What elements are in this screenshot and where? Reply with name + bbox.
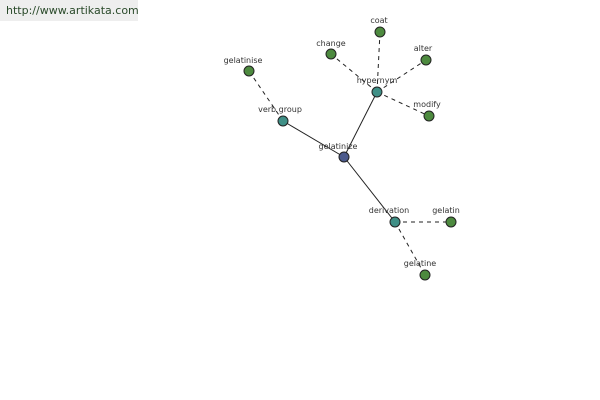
- edge-hypernym-change: [330, 53, 378, 93]
- edge-hypernym-coat: [376, 31, 381, 93]
- node-label-hypernym: hypernym: [357, 76, 398, 85]
- node-label-gelatine: gelatine: [404, 259, 437, 268]
- node-hypernym[interactable]: [371, 86, 383, 98]
- edge-gelatinize-verb-group: [282, 120, 345, 158]
- node-verb-group[interactable]: [277, 115, 289, 127]
- url-banner: http://www.artikata.com: [0, 0, 139, 21]
- edge-gelatinize-derivation: [343, 156, 396, 223]
- node-label-change: change: [316, 39, 346, 48]
- edge-gelatinize-hypernym: [343, 91, 378, 158]
- node-gelatin[interactable]: [445, 216, 457, 228]
- node-label-modify: modify: [413, 100, 441, 109]
- node-alter[interactable]: [420, 54, 432, 66]
- site-url-link[interactable]: http://www.artikata.com: [6, 4, 139, 17]
- edge-hypernym-alter: [376, 59, 427, 93]
- node-label-gelatinise: gelatinise: [224, 56, 263, 65]
- edges: [248, 31, 451, 276]
- node-derivation[interactable]: [389, 216, 401, 228]
- node-gelatinize[interactable]: [338, 151, 350, 163]
- node-label-gelatin: gelatin: [432, 206, 460, 215]
- node-gelatine[interactable]: [419, 269, 431, 281]
- nodes: gelatinize verb group hypernym derivatio…: [224, 16, 460, 281]
- node-label-verb-group: verb group: [258, 105, 302, 114]
- edge-verb-group-gelatinise: [248, 70, 284, 122]
- edge-derivation-gelatine: [394, 221, 426, 276]
- node-gelatinise[interactable]: [243, 65, 255, 77]
- node-label-gelatinize: gelatinize: [319, 142, 358, 151]
- node-coat[interactable]: [374, 26, 386, 38]
- node-modify[interactable]: [423, 110, 435, 122]
- node-label-coat: coat: [370, 16, 387, 25]
- node-label-alter: alter: [414, 44, 433, 53]
- node-change[interactable]: [325, 48, 337, 60]
- node-label-derivation: derivation: [369, 206, 409, 215]
- edge-hypernym-modify: [376, 91, 430, 117]
